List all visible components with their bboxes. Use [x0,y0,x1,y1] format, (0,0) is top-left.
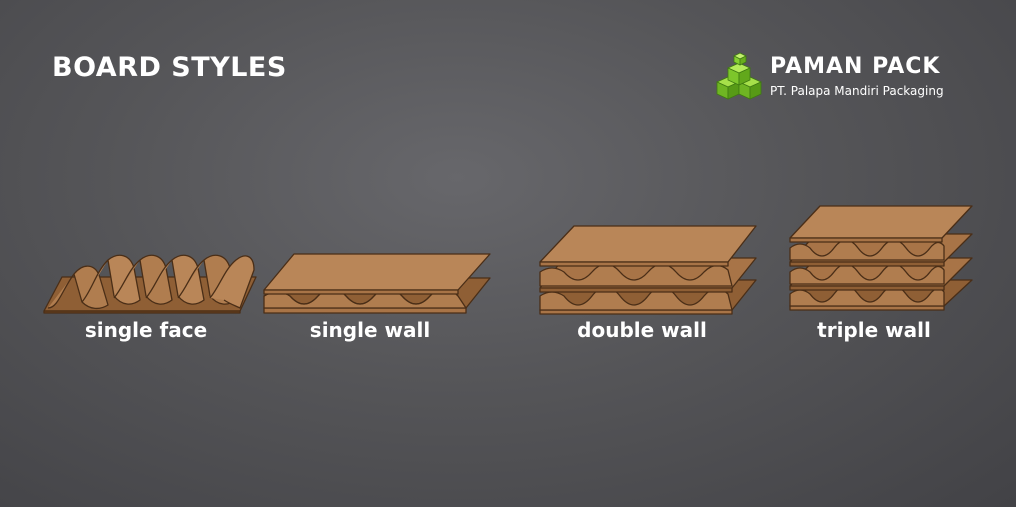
triple-wall-board-illustration [789,205,973,311]
brand-company: PT. Palapa Mandiri Packaging [770,84,944,98]
double-wall-board-illustration [539,225,757,315]
single-face-board-illustration [43,254,257,314]
single-face-label: single face [84,318,208,342]
brand-name: PAMAN PACK [770,54,941,79]
page-title: BOARD STYLES [52,52,287,83]
green-boxes-logo-icon [716,52,762,100]
brand-logo: PAMAN PACK PT. Palapa Mandiri Packaging [714,48,984,104]
single-wall-label: single wall [309,318,431,342]
triple-wall-label: triple wall [817,318,931,342]
double-wall-label: double wall [577,318,707,342]
single-wall-board-illustration [263,253,491,314]
